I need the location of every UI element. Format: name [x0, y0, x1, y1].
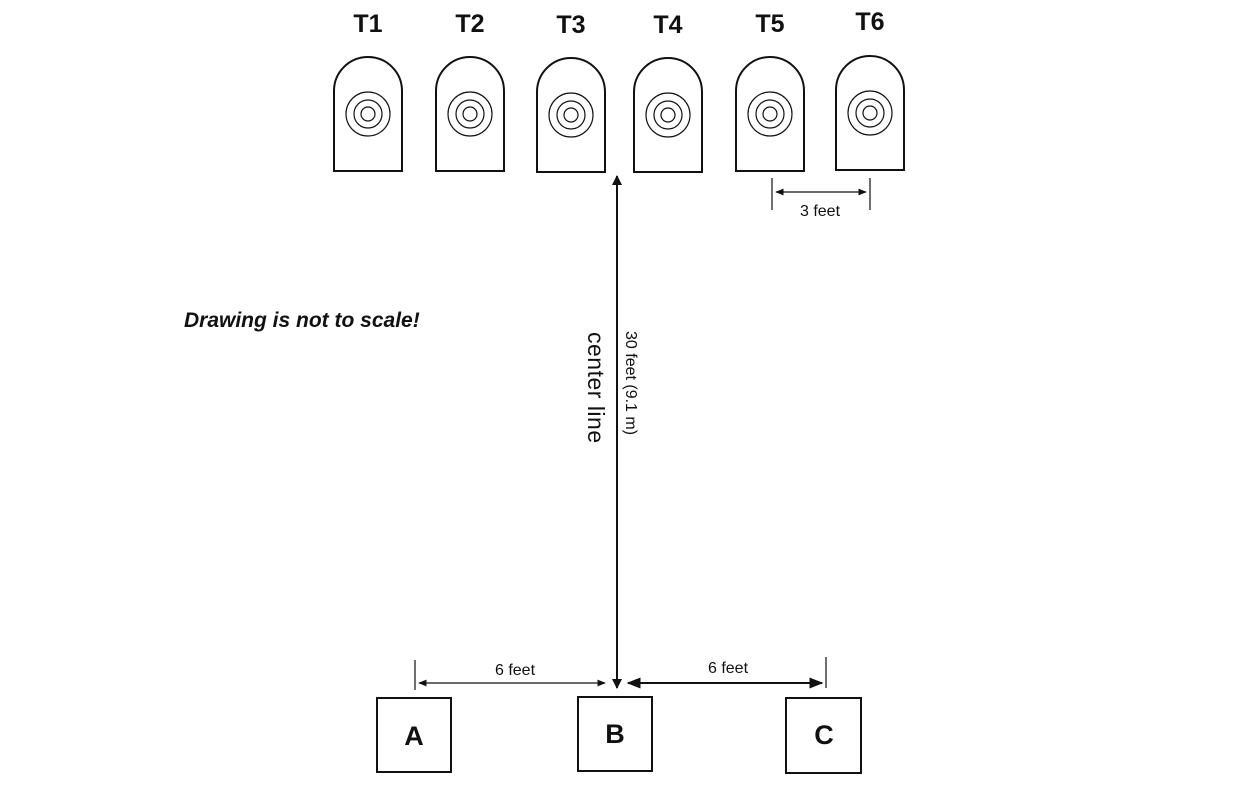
- left-spacing-label: 6 feet: [495, 662, 536, 679]
- target-label: T4: [653, 11, 682, 39]
- target-label: T3: [556, 11, 585, 39]
- bullseye-icon: [747, 91, 793, 137]
- target-outline: [435, 56, 505, 172]
- target-spacing-dimension: 3 feet: [771, 178, 871, 220]
- station-C: C: [785, 697, 862, 774]
- station-A: A: [376, 697, 452, 773]
- right-spacing-label: 6 feet: [708, 660, 749, 677]
- target-spacing-label: 3 feet: [800, 203, 841, 220]
- target-T6: T6: [835, 8, 905, 171]
- target-T4: T4: [633, 11, 703, 173]
- station-B: B: [577, 696, 653, 772]
- target-label: T1: [353, 10, 382, 38]
- target-label: T5: [755, 10, 784, 38]
- target-outline: [536, 57, 606, 173]
- target-T5: T5: [735, 10, 805, 172]
- bullseye-icon: [447, 91, 493, 137]
- target-T2: T2: [435, 10, 505, 172]
- target-outline: [633, 57, 703, 173]
- range-distance-dimension: 30 feet (9.1 m) center line: [583, 175, 639, 689]
- station-label: C: [814, 720, 834, 750]
- target-T3: T3: [536, 11, 606, 173]
- station-label: B: [605, 719, 625, 749]
- station-box: [785, 697, 862, 774]
- bullseye-icon: [645, 92, 691, 138]
- station-label: A: [404, 721, 424, 751]
- target-T1: T1: [333, 10, 403, 172]
- target-outline: [333, 56, 403, 172]
- station-box: [577, 696, 653, 772]
- scale-note: Drawing is not to scale!: [184, 309, 420, 332]
- target-outline: [835, 55, 905, 171]
- bullseye-icon: [847, 90, 893, 136]
- target-label: T2: [455, 10, 484, 38]
- station-box: [376, 697, 452, 773]
- bullseye-icon: [548, 92, 594, 138]
- bullseye-icon: [345, 91, 391, 137]
- center-line-label: center line: [583, 332, 609, 444]
- target-label: T6: [855, 8, 884, 36]
- left-spacing-dimension: 6 feet: [414, 660, 606, 690]
- target-outline: [735, 56, 805, 172]
- right-spacing-dimension: 6 feet: [626, 657, 827, 689]
- range-distance-label: 30 feet (9.1 m): [622, 331, 639, 435]
